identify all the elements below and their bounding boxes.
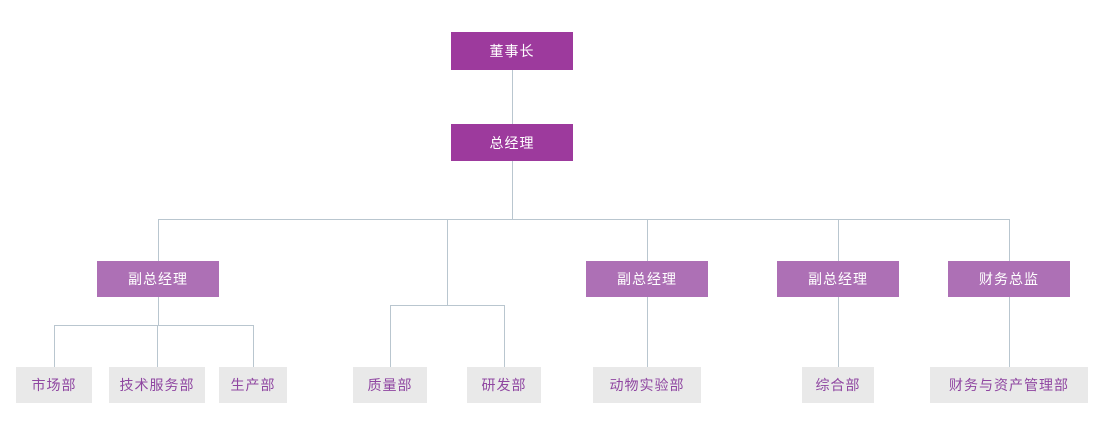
org-node-finance-asset-dept: 财务与资产管理部 (930, 367, 1088, 403)
org-node-deputy-gm-3: 副总经理 (777, 261, 899, 297)
connector-line-vertical (1009, 297, 1010, 367)
org-node-chairman: 董事长 (451, 32, 573, 70)
connector-line-vertical (647, 297, 648, 367)
connector-line-vertical (447, 219, 448, 305)
connector-line-vertical (512, 161, 513, 219)
connector-line-vertical (504, 305, 505, 367)
connector-line-horizontal (390, 305, 504, 306)
connector-line-horizontal (158, 219, 1009, 220)
connector-line-vertical (512, 70, 513, 124)
connector-line-vertical (838, 297, 839, 367)
connector-line-vertical (157, 325, 158, 367)
org-node-tech-service-dept: 技术服务部 (109, 367, 205, 403)
connector-line-vertical (158, 219, 159, 261)
connector-line-vertical (390, 305, 391, 367)
connector-line-vertical (838, 219, 839, 261)
org-node-deputy-gm-1: 副总经理 (97, 261, 219, 297)
connector-line-vertical (253, 325, 254, 367)
connector-line-vertical (647, 219, 648, 261)
org-node-finance-director: 财务总监 (948, 261, 1070, 297)
org-node-rd-dept: 研发部 (467, 367, 541, 403)
connector-line-vertical (54, 325, 55, 367)
connector-line-vertical (1009, 219, 1010, 261)
org-node-deputy-gm-2: 副总经理 (586, 261, 708, 297)
org-node-animal-lab-dept: 动物实验部 (593, 367, 701, 403)
connector-line-horizontal (54, 325, 253, 326)
org-node-general-affairs-dept: 综合部 (802, 367, 874, 403)
org-node-quality-dept: 质量部 (353, 367, 427, 403)
org-node-general-manager: 总经理 (451, 124, 573, 161)
connector-line-vertical (158, 297, 159, 325)
org-node-production-dept: 生产部 (219, 367, 287, 403)
org-node-marketing-dept: 市场部 (16, 367, 92, 403)
